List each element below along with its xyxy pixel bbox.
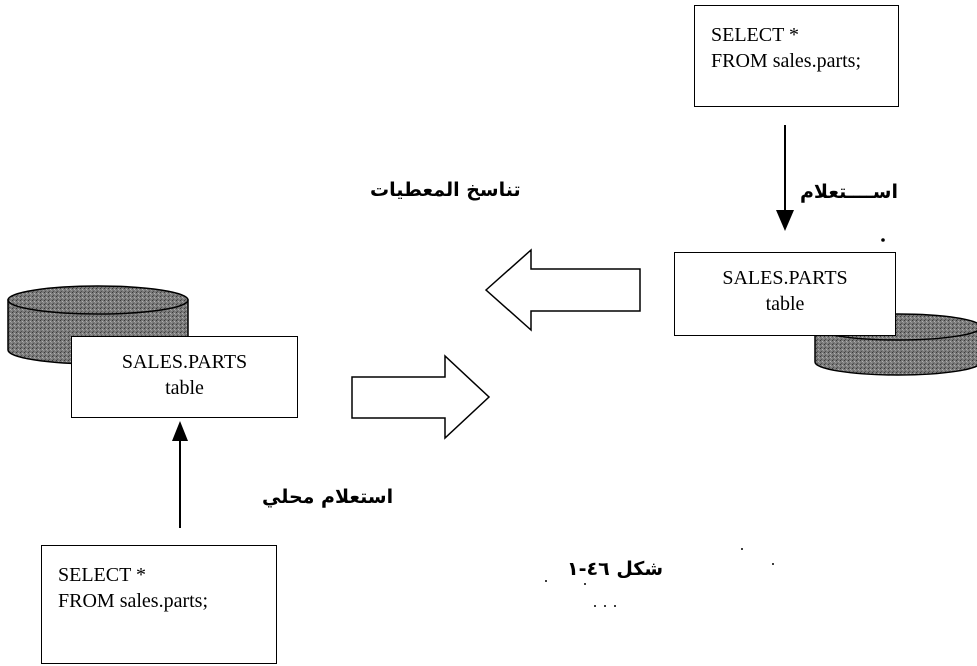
replication-right-arrow <box>351 354 491 440</box>
scan-specks <box>545 238 885 607</box>
local-query-up-arrow <box>172 421 188 528</box>
figure-caption: شكل ٤٦-١ <box>567 558 664 580</box>
remote-query-line2: FROM sales.parts; <box>711 50 861 72</box>
local-query-line1: SELECT * <box>58 564 146 586</box>
local-table-line2: table <box>165 377 204 399</box>
remote-table-box: SALES.PARTS table <box>674 252 896 336</box>
replication-label: تناسخ المعطيات <box>370 179 521 201</box>
remote-table-line1: SALES.PARTS <box>722 267 848 289</box>
remote-query-line1: SELECT * <box>711 24 799 46</box>
local-table-line1: SALES.PARTS <box>121 351 248 373</box>
remote-query-box: SELECT * FROM sales.parts; <box>694 5 899 107</box>
replication-left-arrow <box>484 248 641 332</box>
local-query-box: SELECT * FROM sales.parts; <box>41 545 277 664</box>
query-label: اســــتعلام <box>800 181 899 203</box>
local-table-box: SALES.PARTS table <box>71 336 298 418</box>
query-down-arrow <box>776 125 794 231</box>
local-query-line2: FROM sales.parts; <box>58 590 208 612</box>
local-query-label: استعلام محلي <box>262 486 394 508</box>
remote-table-line2: table <box>765 293 805 315</box>
